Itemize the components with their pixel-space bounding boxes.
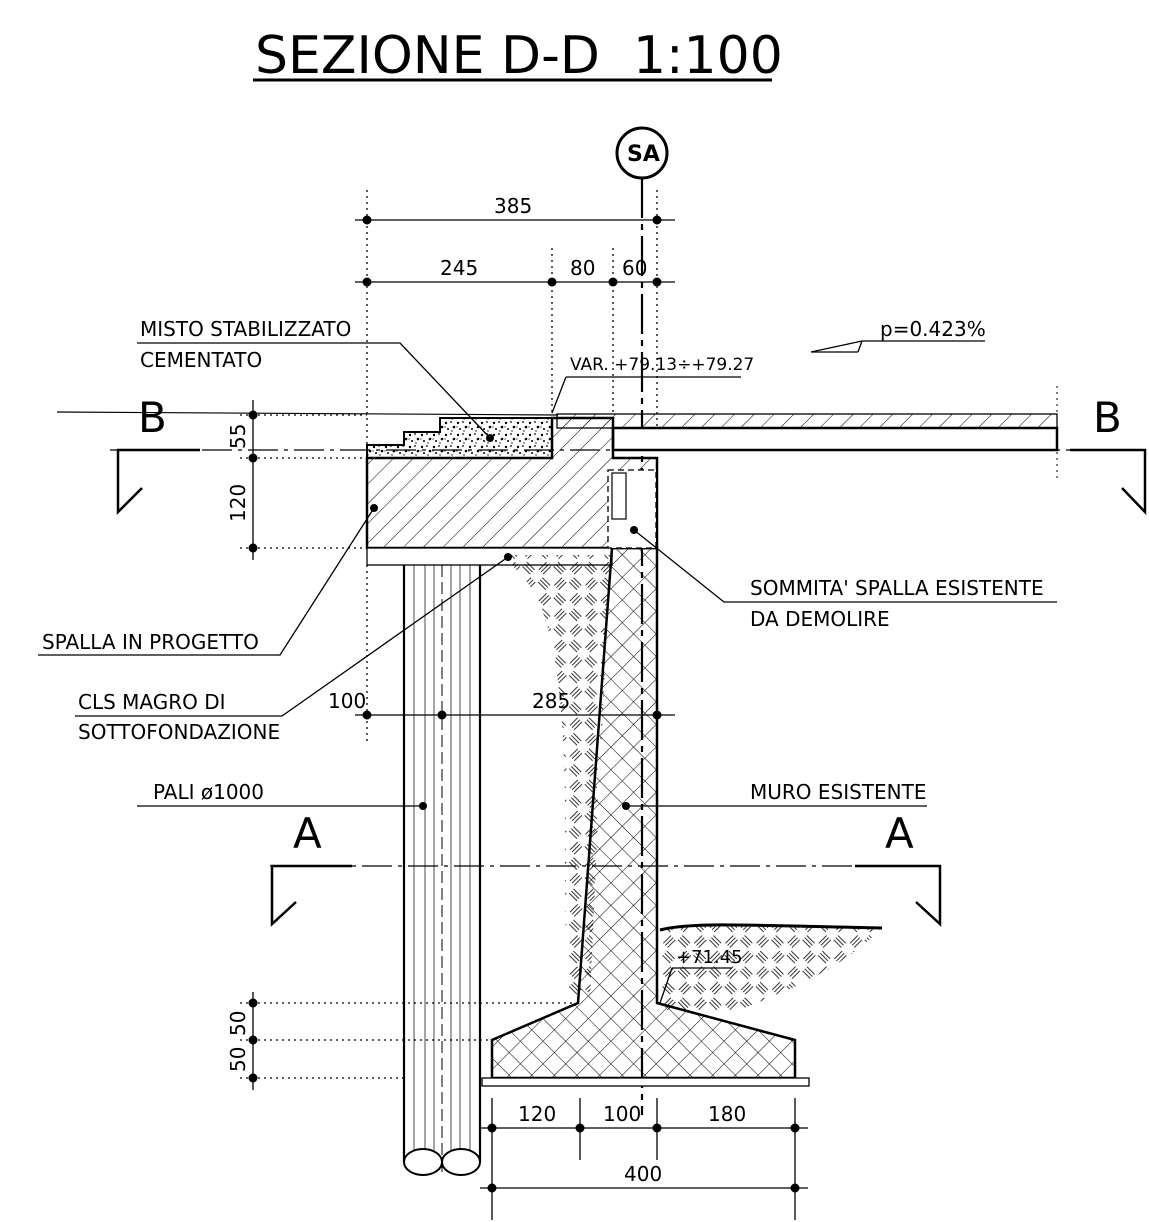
dim-100-bottom: 100 [603, 1102, 641, 1126]
section-a-left-mark [270, 864, 352, 927]
sommita-demolire [607, 469, 657, 549]
bottom-dimension-dots [487, 1123, 800, 1193]
dim-285: 285 [532, 689, 570, 713]
sommita-demolire-inner [611, 472, 627, 520]
label-sommita-line1: SOMMITA' SPALLA ESISTENTE [750, 576, 1044, 600]
leader-misto [137, 342, 491, 439]
leader-muro-dot [622, 802, 630, 810]
middle-dimension-dots [362, 710, 662, 720]
dim-50-lower: 50 [226, 1047, 250, 1072]
label-cls-line2: SOTTOFONDAZIONE [78, 720, 280, 744]
leader-pali-dot [419, 802, 427, 810]
elevation-top-tick [551, 376, 567, 414]
leader-sommita [633, 529, 1057, 603]
pali-group [402, 565, 482, 1176]
road-surface [56, 411, 559, 416]
slope-label: p=0.423% [880, 317, 986, 341]
soil-fill-front [660, 924, 882, 1010]
dim-80: 80 [570, 256, 595, 280]
elevation-ground-tick [659, 967, 673, 1004]
label-sommita-line2: DA DEMOLIRE [750, 607, 890, 631]
dim-120-vertical: 120 [226, 484, 250, 522]
leader-cls-dot [504, 553, 512, 561]
leader-spalla-dot [370, 504, 378, 512]
dim-55: 55 [226, 424, 250, 449]
deck-slab [611, 426, 1059, 452]
section-a-right-mark [855, 864, 942, 927]
lower-left-dots [248, 998, 258, 1083]
elevation-ground-label: +71.45 [676, 947, 743, 968]
top-dimension-dots [362, 215, 662, 287]
dim-180: 180 [708, 1102, 746, 1126]
label-spalla-progetto: SPALLA IN PROGETTO [42, 630, 259, 654]
dim-120-bottom: 120 [518, 1102, 556, 1126]
dim-385: 385 [494, 194, 532, 218]
elevation-top-label: VAR. +79.13÷+79.27 [570, 355, 754, 375]
label-pali: PALI ø1000 [153, 780, 264, 804]
top-dimensions [355, 190, 675, 450]
muro-base-plate [481, 1077, 810, 1087]
section-a-right-label: A [885, 809, 914, 858]
left-vertical-dimensions [240, 400, 367, 560]
label-misto-line2: CEMENTATO [140, 348, 262, 372]
label-cls-line1: CLS MAGRO DI [78, 690, 226, 714]
leader-sommita-dot [630, 526, 638, 534]
section-b-right-mark [1070, 448, 1147, 516]
deck-slab-hatch [556, 413, 1058, 429]
section-b-left-mark [116, 448, 200, 516]
misto-stabilizzato [366, 417, 553, 459]
slope-arrow [810, 340, 985, 353]
leader-cls [75, 556, 509, 717]
ground-line [659, 923, 883, 932]
section-b-left-label: B [138, 393, 167, 442]
dim-245: 245 [440, 256, 478, 280]
section-a-left-label: A [293, 809, 322, 858]
dim-60: 60 [622, 256, 647, 280]
leader-misto-dot [486, 434, 494, 442]
soil-fill-back [500, 555, 610, 998]
axis-marker-label: SA [627, 142, 660, 167]
drawing-title: SEZIONE D-D 1:100 [255, 26, 783, 86]
leader-spalla [38, 507, 375, 656]
dim-400: 400 [624, 1162, 662, 1186]
bottom-dimensions [480, 1098, 808, 1220]
label-misto-line1: MISTO STABILIZZATO [140, 317, 351, 341]
section-b-right-label: B [1093, 393, 1122, 442]
label-muro: MURO ESISTENTE [750, 780, 926, 804]
left-vertical-dots [248, 410, 258, 553]
dim-50-upper: 50 [226, 1011, 250, 1036]
dim-100-top: 100 [328, 689, 366, 713]
